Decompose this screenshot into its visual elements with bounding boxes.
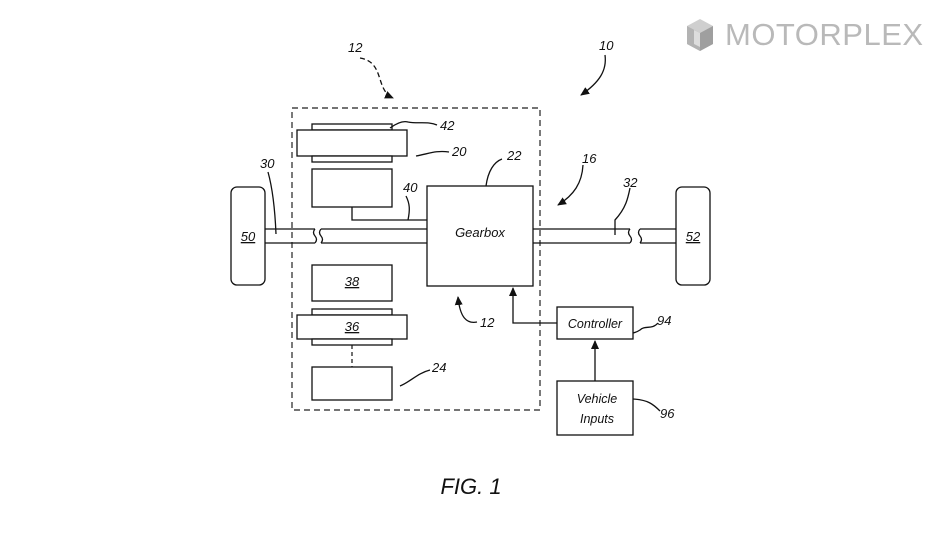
- left-wheel: [230, 186, 266, 286]
- ref-16: 16: [582, 151, 597, 166]
- ref-38: 38: [345, 274, 360, 289]
- vehicle-inputs-label-line2: Inputs: [580, 412, 614, 426]
- right-axle-shaft: [533, 228, 676, 244]
- leader-32: [614, 187, 631, 235]
- ref-12-top: 12: [348, 40, 363, 55]
- ref-24: 24: [431, 360, 446, 375]
- ref-36: 36: [345, 319, 360, 334]
- clutch-36-top-plate: [311, 308, 393, 316]
- controller-to-gearbox-arrow: [509, 287, 557, 324]
- clutch-36-bottom-plate: [311, 338, 393, 346]
- ref-40: 40: [403, 180, 418, 195]
- motorplex-cube-icon: [687, 19, 713, 51]
- ref-52: 52: [686, 229, 701, 244]
- leader-12-lower: [454, 296, 478, 324]
- leader-20: [415, 150, 450, 157]
- component-42-plate: [311, 123, 393, 131]
- ref-50: 50: [241, 229, 256, 244]
- leader-16: [557, 164, 584, 206]
- logo-text: MOTORPLEX: [725, 16, 924, 52]
- leader-12-top: [359, 57, 394, 99]
- left-axle-shaft: [265, 228, 427, 244]
- clutch-36-block: [296, 314, 408, 340]
- leader-94: [632, 322, 659, 334]
- gearbox-label: Gearbox: [455, 225, 505, 240]
- leader-42: [389, 120, 438, 129]
- ref-96: 96: [660, 406, 675, 421]
- motor-link-line: [351, 207, 427, 221]
- ref-20: 20: [451, 144, 467, 159]
- figure-label: FIG. 1: [440, 474, 501, 499]
- motor-block: [311, 168, 393, 208]
- engine-block: [311, 366, 393, 401]
- ref-42: 42: [440, 118, 455, 133]
- ref-12-lower: 12: [480, 315, 495, 330]
- leader-40: [405, 195, 410, 221]
- component-38-block: [311, 264, 393, 302]
- motor-20-plate: [311, 155, 393, 163]
- controller-label: Controller: [568, 317, 623, 331]
- leader-24: [399, 369, 431, 387]
- ref-30: 30: [260, 156, 275, 171]
- leader-96: [632, 398, 661, 412]
- vehicle-inputs-block: [556, 380, 634, 436]
- powertrain-enclosure: [291, 107, 541, 411]
- vehicle-inputs-label-line1: Vehicle: [577, 392, 618, 406]
- motorplex-logo: MOTORPLEX: [683, 12, 924, 56]
- leader-10: [580, 54, 606, 96]
- leader-30: [267, 171, 277, 235]
- ref-10: 10: [599, 38, 614, 53]
- ref-94: 94: [657, 313, 671, 328]
- right-wheel: [675, 186, 711, 286]
- gearbox-block: [426, 185, 534, 287]
- ref-22: 22: [506, 148, 522, 163]
- ref-32: 32: [623, 175, 638, 190]
- component-42-block: [296, 129, 408, 157]
- leader-22: [485, 158, 503, 187]
